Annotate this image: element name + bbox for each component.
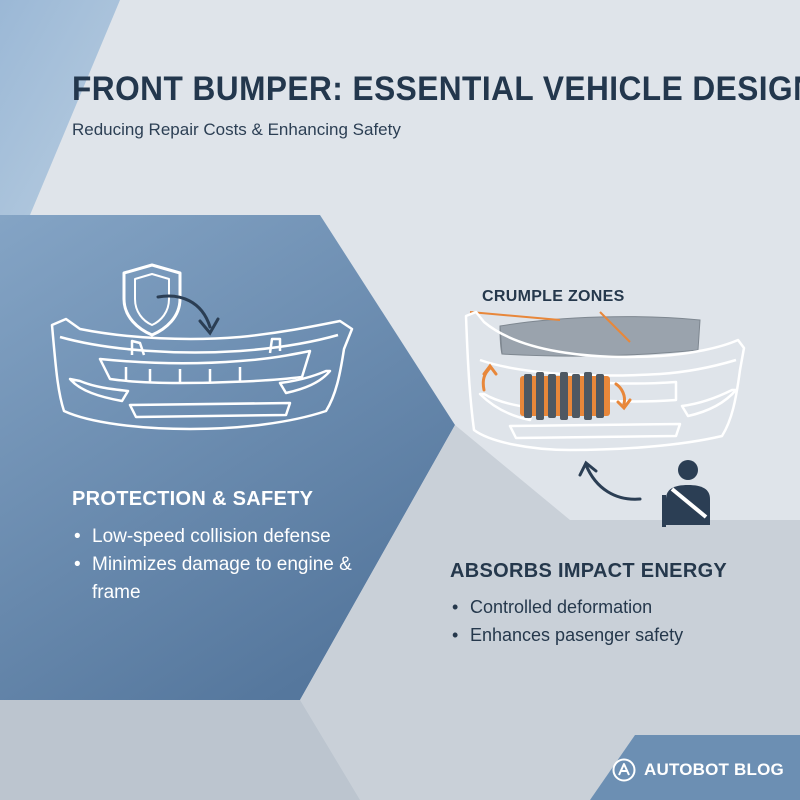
impact-heading: ABSORBS IMPACT ENERGY bbox=[450, 560, 728, 582]
brand-badge[interactable]: AUTOBOT BLOG bbox=[612, 758, 784, 782]
shield-icon bbox=[122, 263, 182, 337]
impact-arrows bbox=[481, 363, 632, 411]
protection-safety-section: PROTECTION & SAFETY Low-speed collision … bbox=[72, 488, 392, 607]
list-item: Low-speed collision defense bbox=[72, 523, 392, 551]
page-subtitle: Reducing Repair Costs & Enhancing Safety bbox=[72, 120, 401, 139]
crumple-zone-plate bbox=[499, 316, 701, 357]
seatbelt-passenger-icon bbox=[662, 460, 710, 527]
crumple-zones-label: CRUMPLE ZONES bbox=[482, 288, 625, 305]
bumper-outline bbox=[50, 317, 354, 431]
impact-list: Controlled deformation Enhances pasenger… bbox=[450, 593, 770, 649]
brand-name: AUTOBOT BLOG bbox=[644, 760, 784, 779]
page-title: FRONT BUMPER: ESSENTIAL VEHICLE DESIGN bbox=[72, 70, 800, 108]
label-leader-lines bbox=[469, 311, 631, 343]
list-item: Minimizes damage to engine & frame bbox=[72, 551, 392, 607]
triangle-a-logo-icon bbox=[612, 758, 636, 782]
curved-arrow-icon bbox=[156, 294, 220, 336]
protection-list: Low-speed collision defense Minimizes da… bbox=[72, 523, 392, 607]
protection-heading: PROTECTION & SAFETY bbox=[72, 488, 314, 510]
passenger-safety-graphic bbox=[578, 460, 710, 527]
list-item: Enhances pasenger safety bbox=[450, 621, 770, 649]
list-item: Controlled deformation bbox=[450, 593, 770, 621]
bumper-illustration-right bbox=[464, 310, 746, 452]
return-arrow-icon bbox=[578, 460, 642, 501]
bumper-illustration-left bbox=[50, 263, 354, 431]
crumple-bellows bbox=[520, 372, 610, 420]
impact-energy-section: ABSORBS IMPACT ENERGY Controlled deforma… bbox=[450, 560, 770, 649]
